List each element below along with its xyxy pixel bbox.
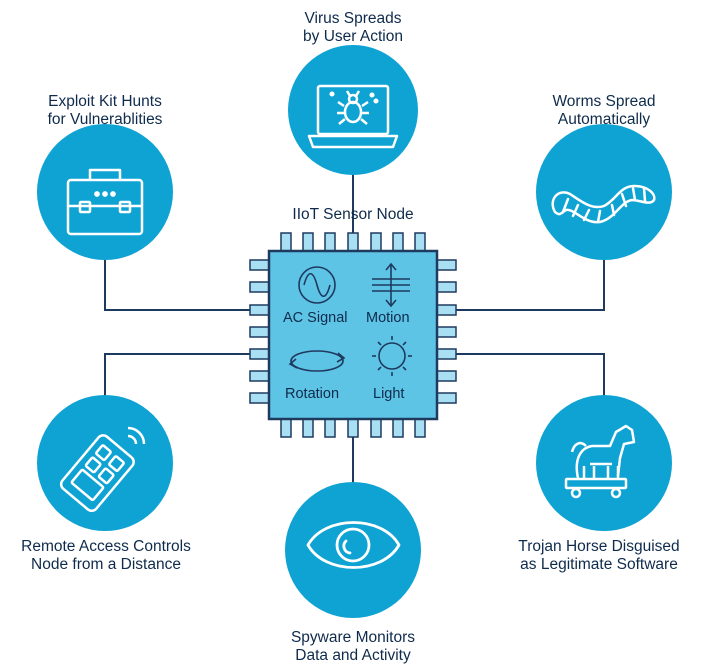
connector-exploit-kit [104,243,250,311]
chip-pin-right [436,281,457,293]
eye-icon [306,521,401,569]
remote-access-circle [37,395,173,531]
chip-pin-left [249,326,270,338]
chip-pin-bottom [347,418,359,438]
sensor-label-ac-signal: AC Signal [283,310,348,326]
worms-circle [536,124,672,260]
chip-pin-bottom [302,418,314,438]
remote-control-icon [59,426,146,513]
chip-pin-right [436,392,457,404]
sensor-label-rotation: Rotation [285,386,340,402]
chip-pin-right [436,326,457,338]
spyware-circle [285,482,421,618]
sun-icon [372,336,412,376]
connector-trojan [455,353,605,415]
chip-title: IIoT Sensor Node [292,206,414,223]
chip-pin-right [436,259,457,271]
sensor-label-motion: Motion [366,310,410,326]
chip-pin-left [249,281,270,293]
chip-pin-top [280,232,292,252]
toolbox-icon [66,168,144,236]
chip-pin-top [324,232,336,252]
chip-pin-top [392,232,404,252]
laptop-bug-icon [307,84,399,149]
chip-pin-bottom [414,418,426,438]
chip-pin-bottom [324,418,336,438]
worm-icon [551,184,656,224]
chip-pin-right [436,304,457,316]
chip-pin-left [249,259,270,271]
chip-pin-top [370,232,382,252]
chip-pin-left [249,370,270,382]
chip-pin-left [249,392,270,404]
connector-remote-access [104,353,250,415]
chip-pin-right [436,370,457,382]
chip-pin-top [414,232,426,252]
chip-pin-bottom [392,418,404,438]
virus-circle [288,45,418,175]
chip-pin-top [302,232,314,252]
chip-pin-left [249,304,270,316]
sensor-label-light: Light [373,386,405,402]
rotation-icon [288,350,346,372]
connector-worms [455,243,605,311]
chip-pin-right [436,348,457,360]
connector-lines [104,165,605,485]
trojan-horse-icon [564,424,636,499]
chip-pin-bottom [370,418,382,438]
chip-pin-top [347,232,359,252]
chip-pin-bottom [280,418,292,438]
chip-pin-left [249,348,270,360]
sine-wave-icon [298,266,336,304]
motion-arrows-icon [372,262,410,308]
